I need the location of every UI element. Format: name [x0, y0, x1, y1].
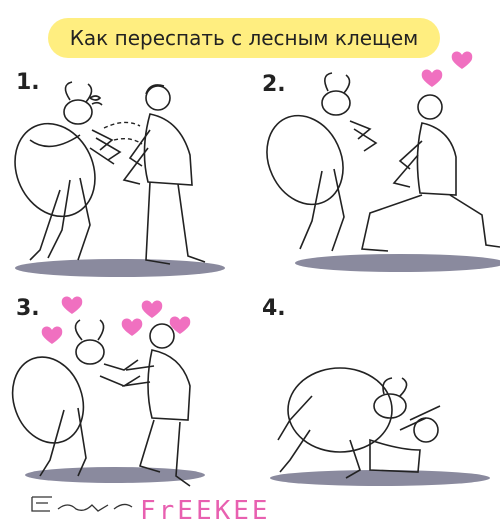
- step-number-2: 2.: [262, 72, 286, 97]
- step-number-3: 3.: [16, 296, 40, 321]
- heart-icon: [421, 69, 443, 87]
- man-figure: [361, 94, 500, 252]
- shadow: [25, 467, 205, 483]
- page-title: Как переспать с лесным клещем: [69, 26, 419, 50]
- man-figure: [369, 405, 441, 473]
- credit-text: FrEEKEE: [140, 496, 271, 526]
- tick-figure: [266, 72, 378, 252]
- heart-icon: [121, 318, 143, 336]
- heart-icon: [141, 300, 163, 318]
- step-number-1: 1.: [16, 70, 40, 95]
- tick-figure: [277, 367, 408, 479]
- man-figure: [121, 323, 191, 487]
- tick-figure: [11, 319, 141, 477]
- step-number-4: 4.: [262, 296, 286, 321]
- man-figure: [122, 84, 206, 265]
- title-banner: [48, 18, 440, 58]
- signature: [31, 496, 133, 512]
- heart-icon: [451, 51, 473, 69]
- heart-icon: [169, 316, 191, 334]
- panel-2: [250, 45, 500, 280]
- shadow: [270, 470, 490, 486]
- heart-icon: [61, 296, 83, 314]
- panel-1: [0, 60, 250, 285]
- panel-3: [0, 290, 250, 500]
- shadow: [15, 259, 225, 277]
- panel-4: [250, 300, 500, 495]
- heart-icon: [41, 326, 63, 344]
- tick-figure: [14, 81, 122, 261]
- shadow: [295, 254, 500, 272]
